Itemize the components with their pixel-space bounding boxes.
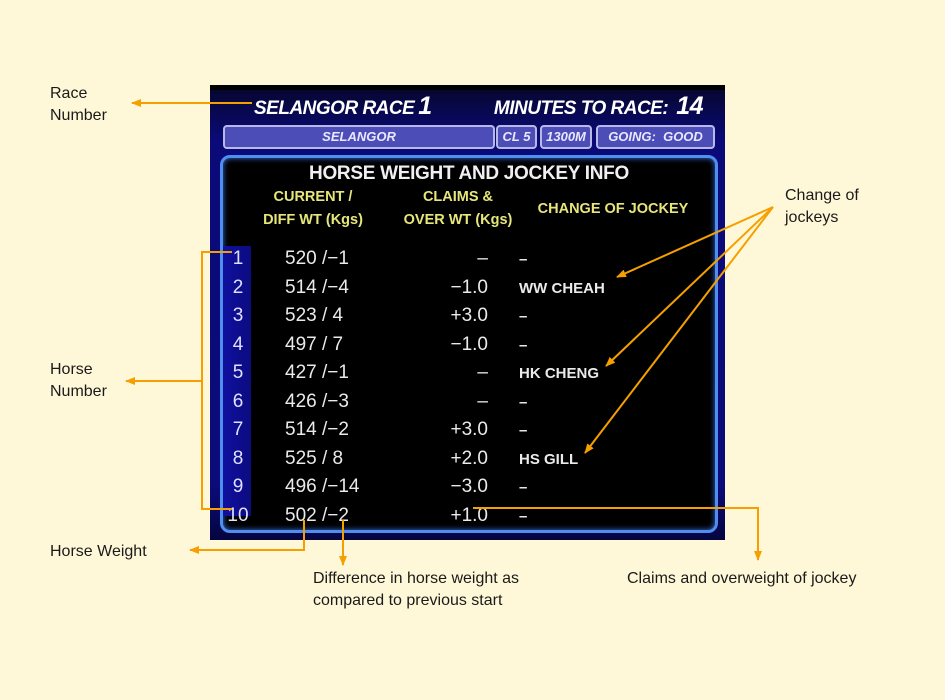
table-row: 6 426 /−3 – –: [223, 391, 715, 419]
annotation-horse-number: Horse Number: [50, 359, 107, 403]
jockey-change: –: [519, 336, 528, 354]
jockey-change: –: [519, 251, 528, 268]
race-number: 1: [418, 92, 432, 120]
horse-number: 6: [232, 390, 244, 412]
table-row: 9 496 /−14 −3.0 –: [223, 476, 715, 504]
claims-value: −1.0: [450, 333, 488, 355]
table-row: 4 497 / 7 −1.0 –: [223, 334, 715, 362]
venue-chip: SELANGOR: [223, 125, 495, 149]
claims-value: −3.0: [450, 476, 488, 497]
table-row: 2 514 /−4 −1.0 WW CHEAH: [223, 277, 715, 305]
horse-weight: 514 /−4: [285, 276, 349, 298]
horse-number: 2: [232, 276, 244, 298]
annotation-horse-number-line1: Horse: [50, 361, 93, 378]
claims-value: –: [477, 248, 488, 269]
arrow-jockey-gill: [584, 206, 774, 454]
annotation-horse-weight: Horse Weight: [50, 543, 147, 560]
distance-chip: 1300M: [540, 125, 592, 149]
going-chip: GOING: GOOD: [596, 125, 715, 149]
race-label: SELANGOR RACE: [254, 98, 415, 119]
bracket-horse-number: [201, 251, 232, 510]
horse-number: 9: [232, 476, 244, 497]
annotation-claims: Claims and overweight of jockey: [627, 570, 857, 587]
arrow-horse-weight: [189, 520, 305, 554]
horse-weight: 502 /−2: [285, 504, 349, 526]
annotation-change-of-jockeys: Change of jockeys: [785, 185, 859, 229]
column-header-claims-line2: OVER WT (Kgs): [403, 212, 513, 228]
arrow-jockey-cheah: [616, 206, 774, 278]
jockey-change: –: [519, 507, 528, 525]
annotation-race-number: Race Number: [50, 83, 107, 127]
panel-title: HORSE WEIGHT AND JOCKEY INFO: [309, 163, 629, 184]
column-header-weight-line1: CURRENT /: [273, 189, 353, 205]
table-row: 10 502 /−2 +1.0 –: [223, 505, 715, 533]
annotation-weight-difference-line1: Difference in horse weight as: [313, 570, 520, 587]
class-chip: CL 5: [496, 125, 537, 149]
jockey-change: WW CHEAH: [519, 279, 605, 297]
horse-weight: 525 / 8: [285, 447, 344, 469]
minutes-value: 14: [676, 92, 703, 120]
horse-number: 5: [232, 362, 244, 383]
jockey-change: HS GILL: [519, 450, 579, 468]
screen-top-band: [210, 85, 725, 90]
horse-number: 10: [227, 504, 249, 526]
horse-weight: 427 /−1: [285, 362, 349, 383]
horse-number: 4: [232, 333, 244, 355]
horse-number: 7: [232, 419, 244, 440]
table-row: 3 523 / 4 +3.0 –: [223, 305, 715, 333]
horse-number: 8: [232, 447, 244, 469]
jockey-change: –: [519, 393, 528, 411]
claims-value: +2.0: [450, 447, 488, 469]
horse-weight: 523 / 4: [285, 305, 344, 326]
claims-value: −1.0: [450, 276, 488, 298]
claims-value: –: [477, 362, 488, 383]
annotation-race-number-line2: Number: [50, 107, 107, 124]
column-header-claims-line1: CLAIMS &: [422, 189, 494, 205]
table-row: 1 520 /−1 – –: [223, 248, 715, 276]
horse-weight: 426 /−3: [285, 390, 349, 412]
horse-weight-panel: HORSE WEIGHT AND JOCKEY INFO CURRENT / D…: [220, 155, 718, 533]
horse-number: 3: [232, 305, 244, 326]
column-header-claims: CLAIMS & OVER WT (Kgs): [393, 186, 523, 232]
claims-value: +1.0: [450, 504, 488, 526]
minutes-to-race: MINUTES TO RACE: 14: [493, 92, 704, 121]
horse-weight: 520 /−1: [285, 248, 349, 269]
table-row: 8 525 / 8 +2.0 HS GILL: [223, 448, 715, 476]
horse-number-column: [223, 246, 251, 516]
column-header-weight: CURRENT / DIFF WT (Kgs): [243, 186, 383, 232]
minutes-label: MINUTES TO RACE:: [493, 98, 669, 119]
annotation-horse-number-line2: Number: [50, 383, 107, 400]
column-header-weight-line2: DIFF WT (Kgs): [263, 212, 363, 228]
jockey-change: –: [519, 479, 528, 496]
annotation-weight-difference: Difference in horse weight as compared t…: [313, 568, 519, 612]
horse-weight: 514 /−2: [285, 419, 349, 440]
arrow-claims: [473, 507, 762, 561]
claims-value: +3.0: [450, 305, 488, 326]
horse-weight: 497 / 7: [285, 333, 344, 355]
annotation-change-line2: jockeys: [785, 209, 839, 226]
table-row: 5 427 /−1 – HK CHENG: [223, 362, 715, 390]
table-row: 7 514 /−2 +3.0 –: [223, 419, 715, 447]
annotation-change-line1: Change of: [785, 187, 859, 204]
column-header-jockey: CHANGE OF JOCKEY: [537, 201, 689, 217]
arrow-jockey-cheng: [605, 206, 774, 367]
jockey-change: –: [519, 422, 528, 439]
claims-value: –: [477, 390, 488, 412]
horse-number: 1: [232, 248, 244, 269]
jockey-change: HK CHENG: [519, 365, 600, 382]
horse-weight: 496 /−14: [285, 476, 360, 497]
annotation-race-number-line1: Race: [50, 85, 88, 102]
jockey-change: –: [519, 308, 528, 325]
annotation-weight-difference-line2: compared to previous start: [313, 592, 503, 609]
claims-value: +3.0: [450, 419, 488, 440]
